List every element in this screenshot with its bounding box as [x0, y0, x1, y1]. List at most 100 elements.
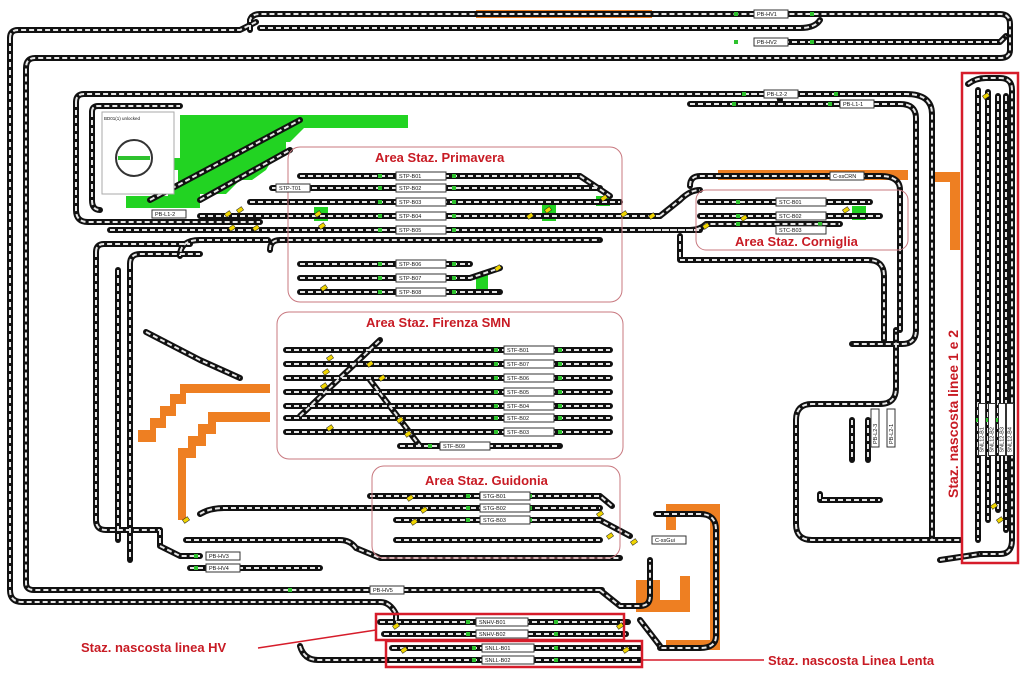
turnout-icon[interactable]	[620, 210, 628, 218]
block-label[interactable]: SNLL-B01	[481, 643, 535, 653]
block-label[interactable]: STF-B02	[503, 413, 555, 423]
block-label[interactable]: SNHV-B02	[475, 629, 529, 639]
block-label[interactable]: C-ssCRN	[829, 171, 865, 181]
turnout-icon[interactable]	[630, 538, 638, 546]
block-label[interactable]: PB-HV3	[205, 551, 241, 561]
area-box-firenze	[276, 311, 624, 460]
sensor-icon	[194, 566, 198, 570]
turnout-icon[interactable]	[182, 516, 190, 524]
turnout-icon[interactable]	[318, 222, 326, 230]
block-label[interactable]: PB-L2-3	[870, 408, 880, 448]
turnout-icon[interactable]	[322, 368, 330, 376]
turnout-icon[interactable]	[842, 206, 850, 214]
block-label[interactable]: PB-L2-2	[763, 89, 799, 99]
block-label[interactable]: STP-T01	[275, 183, 311, 193]
turnout-icon[interactable]	[622, 646, 630, 654]
turnout-icon[interactable]	[392, 622, 400, 630]
block-box	[775, 225, 827, 235]
turnout-icon[interactable]	[228, 224, 236, 232]
track-segment-core	[95, 252, 160, 531]
block-label[interactable]: SNL12-B2	[988, 403, 996, 456]
block-label[interactable]: PB-L1-2	[151, 209, 187, 219]
block-label[interactable]: STF-B01	[503, 345, 555, 355]
turnout-icon[interactable]	[224, 210, 232, 218]
block-label[interactable]: C-ssGui	[651, 535, 687, 545]
turnout-icon[interactable]	[996, 516, 1004, 524]
turnout-icon[interactable]	[404, 430, 412, 438]
block-label[interactable]: STP-B06	[395, 259, 447, 269]
block-label[interactable]: PB-L2-1	[886, 408, 896, 448]
turnout-icon[interactable]	[366, 360, 374, 368]
turnout-icon[interactable]	[616, 622, 624, 630]
block-name: STP-B02	[399, 186, 421, 192]
turnout-icon[interactable]	[320, 284, 328, 292]
block-label[interactable]: SNL12-B1	[978, 403, 986, 456]
block-label[interactable]: STC-B02	[775, 211, 827, 221]
turnout-icon[interactable]	[648, 212, 656, 220]
occupied-lower-right	[666, 504, 720, 650]
block-label[interactable]: STG-B01	[479, 491, 531, 501]
turnout-icon[interactable]	[378, 374, 386, 382]
block-label[interactable]: PB-HV5	[369, 585, 405, 595]
turntable-ring-icon	[115, 139, 153, 177]
turnout-icon[interactable]	[740, 214, 748, 222]
sensor-icon	[378, 290, 382, 294]
turnout-icon[interactable]	[990, 502, 998, 510]
turnout-icon[interactable]	[406, 494, 414, 502]
block-label[interactable]: PB-HV4	[205, 563, 241, 573]
track-segment-core	[300, 175, 611, 197]
turnout-icon[interactable]	[982, 92, 990, 100]
block-label[interactable]: STG-B03	[479, 515, 531, 525]
block-label[interactable]: SNL12-B4	[1006, 403, 1014, 456]
block-label[interactable]: STC-B03	[775, 225, 827, 235]
turnout-icon[interactable]	[596, 510, 604, 518]
block-label[interactable]: STP-B04	[395, 211, 447, 221]
turnout-icon[interactable]	[326, 354, 334, 362]
turnout-icon[interactable]	[526, 212, 534, 220]
block-box	[205, 551, 241, 561]
block-label[interactable]: STF-B07	[503, 359, 555, 369]
sensor-icon	[810, 12, 814, 16]
block-label[interactable]: PB-L1-1	[839, 99, 875, 109]
block-label[interactable]: SNL12-B3	[998, 403, 1006, 456]
turnout-icon[interactable]	[400, 646, 408, 654]
turnout-icon[interactable]	[420, 506, 428, 514]
turntable[interactable]: BD01(1) unlocked	[101, 111, 175, 195]
turnout-icon[interactable]	[600, 194, 608, 202]
block-label[interactable]: STF-B03	[503, 427, 555, 437]
track-segment	[257, 17, 823, 31]
block-label[interactable]: SNLL-B02	[481, 655, 535, 665]
turnout-icon[interactable]	[410, 518, 418, 526]
block-label[interactable]: STF-B06	[503, 373, 555, 383]
block-label[interactable]: STF-B09	[439, 441, 491, 451]
block-label[interactable]: PB-HV2	[753, 37, 789, 47]
block-label[interactable]: STP-B03	[395, 197, 447, 207]
block-box	[753, 9, 789, 19]
turnout-icon[interactable]	[236, 206, 244, 214]
turnout-icon[interactable]	[326, 424, 334, 432]
block-label[interactable]: STP-B08	[395, 287, 447, 297]
block-label[interactable]: STF-B04	[503, 401, 555, 411]
block-label[interactable]: STC-B01	[775, 197, 827, 207]
block-label[interactable]: STG-B02	[479, 503, 531, 513]
turnout-icon[interactable]	[702, 222, 710, 230]
turnout-icon[interactable]	[396, 416, 404, 424]
block-label[interactable]: STP-B07	[395, 273, 447, 283]
block-label[interactable]: STP-B02	[395, 183, 447, 193]
turnout-icon[interactable]	[252, 224, 260, 232]
block-label[interactable]: PB-HV1	[753, 9, 789, 19]
block-label[interactable]: STP-B05	[395, 225, 447, 235]
turnout-icon[interactable]	[544, 206, 552, 214]
turnout-icon[interactable]	[606, 532, 614, 540]
turnout-icon[interactable]	[314, 210, 322, 218]
turnout-icon[interactable]	[320, 382, 328, 390]
block-name: SNL12-B3	[999, 427, 1005, 452]
block-label[interactable]: SNHV-B01	[475, 617, 529, 627]
track-segment-core	[91, 105, 180, 113]
track-segment-core	[179, 239, 268, 257]
block-box	[988, 403, 996, 456]
block-label[interactable]: STP-B01	[395, 171, 447, 181]
block-box	[395, 183, 447, 193]
turnout-icon[interactable]	[494, 264, 502, 272]
block-label[interactable]: STF-B05	[503, 387, 555, 397]
